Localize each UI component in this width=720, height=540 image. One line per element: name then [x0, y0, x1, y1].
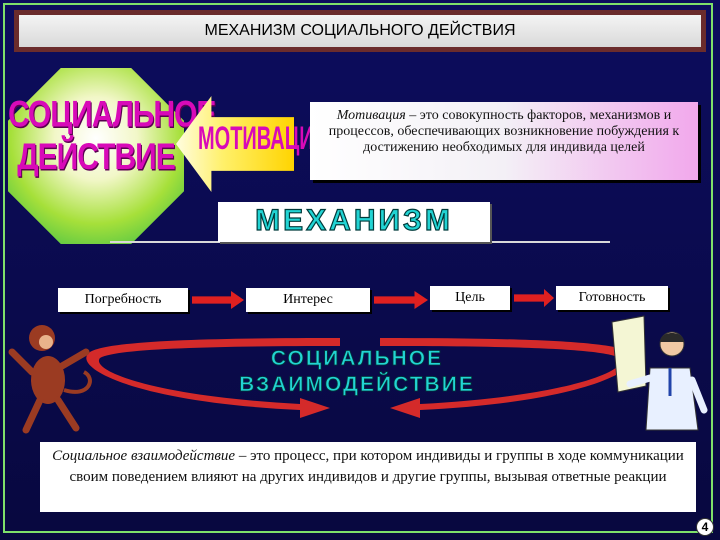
interaction-definition-text: – это процесс, при котором индивиды и гр… [69, 448, 684, 485]
interaction-term: Социальное взаимодействие [52, 448, 236, 464]
title-bar: МЕХАНИЗМ СОЦИАЛЬНОГО ДЕЙСТВИЯ [14, 10, 706, 52]
social-action-line2: ДЕЙСТВИЕ [17, 136, 175, 178]
swoosh-right-arrow [380, 338, 634, 410]
step-need: Погребность [58, 288, 188, 312]
step-readiness: Готовность [556, 286, 668, 310]
motivation-definition: Мотивация – это совокупность факторов, м… [310, 102, 698, 180]
page-number: 4 [696, 518, 714, 536]
social-action-line1: СОЦИАЛЬНОЕ [8, 94, 216, 136]
step-goal: Цель [430, 286, 510, 310]
man-with-chart-icon [611, 315, 708, 431]
swoosh-left-arrow [86, 338, 340, 410]
mechanism-label: МЕХАНИЗМ [255, 203, 453, 237]
social-interaction-line1: СОЦИАЛЬНОЕ [270, 347, 444, 371]
swoosh-left-arrowhead [300, 398, 330, 418]
social-action-label: СОЦИАЛЬНОЕ ДЕЙСТВИЕ [8, 94, 216, 179]
social-interaction-line2: ВЗАИМОДЕЙСТВИЕ [239, 373, 475, 397]
swoosh-right-arrowhead [390, 398, 420, 418]
slide-frame [3, 3, 713, 533]
monkey-icon [8, 325, 92, 434]
social-action-octagon [8, 68, 184, 244]
social-interaction-label: СОЦИАЛЬНОЕ ВЗАИМОДЕЙСТВИЕ [220, 346, 494, 398]
interaction-definition: Социальное взаимодействие – это процесс,… [40, 442, 696, 512]
mechanism-box [218, 202, 490, 242]
motivation-definition-text: – это совокупность факторов, механизмов … [328, 108, 680, 155]
motivation-term: Мотивация [336, 108, 406, 123]
step-interest: Интерес [246, 288, 370, 312]
divider-line [110, 241, 610, 243]
page-title: МЕХАНИЗМ СОЦИАЛЬНОГО ДЕЙСТВИЯ [19, 15, 701, 47]
